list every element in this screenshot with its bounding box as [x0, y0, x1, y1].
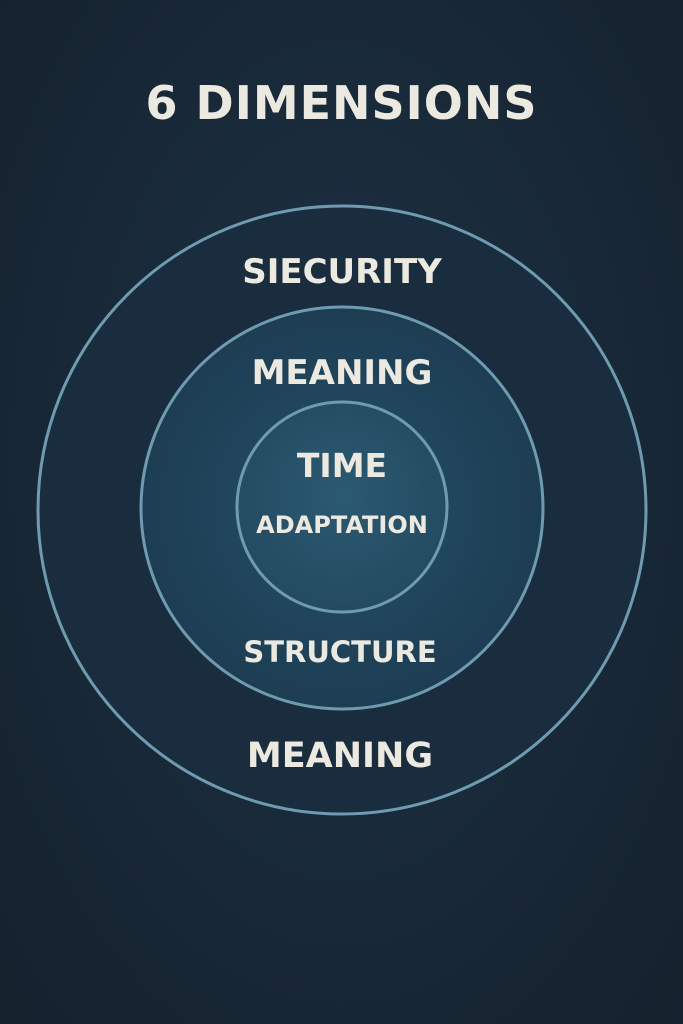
diagram-title: 6 DIMENSIONS — [145, 76, 538, 130]
outer-ring-top-label: SIECURITY — [242, 252, 442, 292]
inner-circle-bottom-label: ADAPTATION — [256, 511, 428, 539]
outer-ring-bottom-label: MEANING — [247, 736, 433, 776]
inner-circle-top-label: TIME — [297, 446, 387, 485]
inner-circle — [235, 400, 449, 614]
middle-ring-bottom-label: STRUCTURE — [243, 635, 436, 669]
middle-ring-top-label: MEANING — [252, 353, 433, 393]
